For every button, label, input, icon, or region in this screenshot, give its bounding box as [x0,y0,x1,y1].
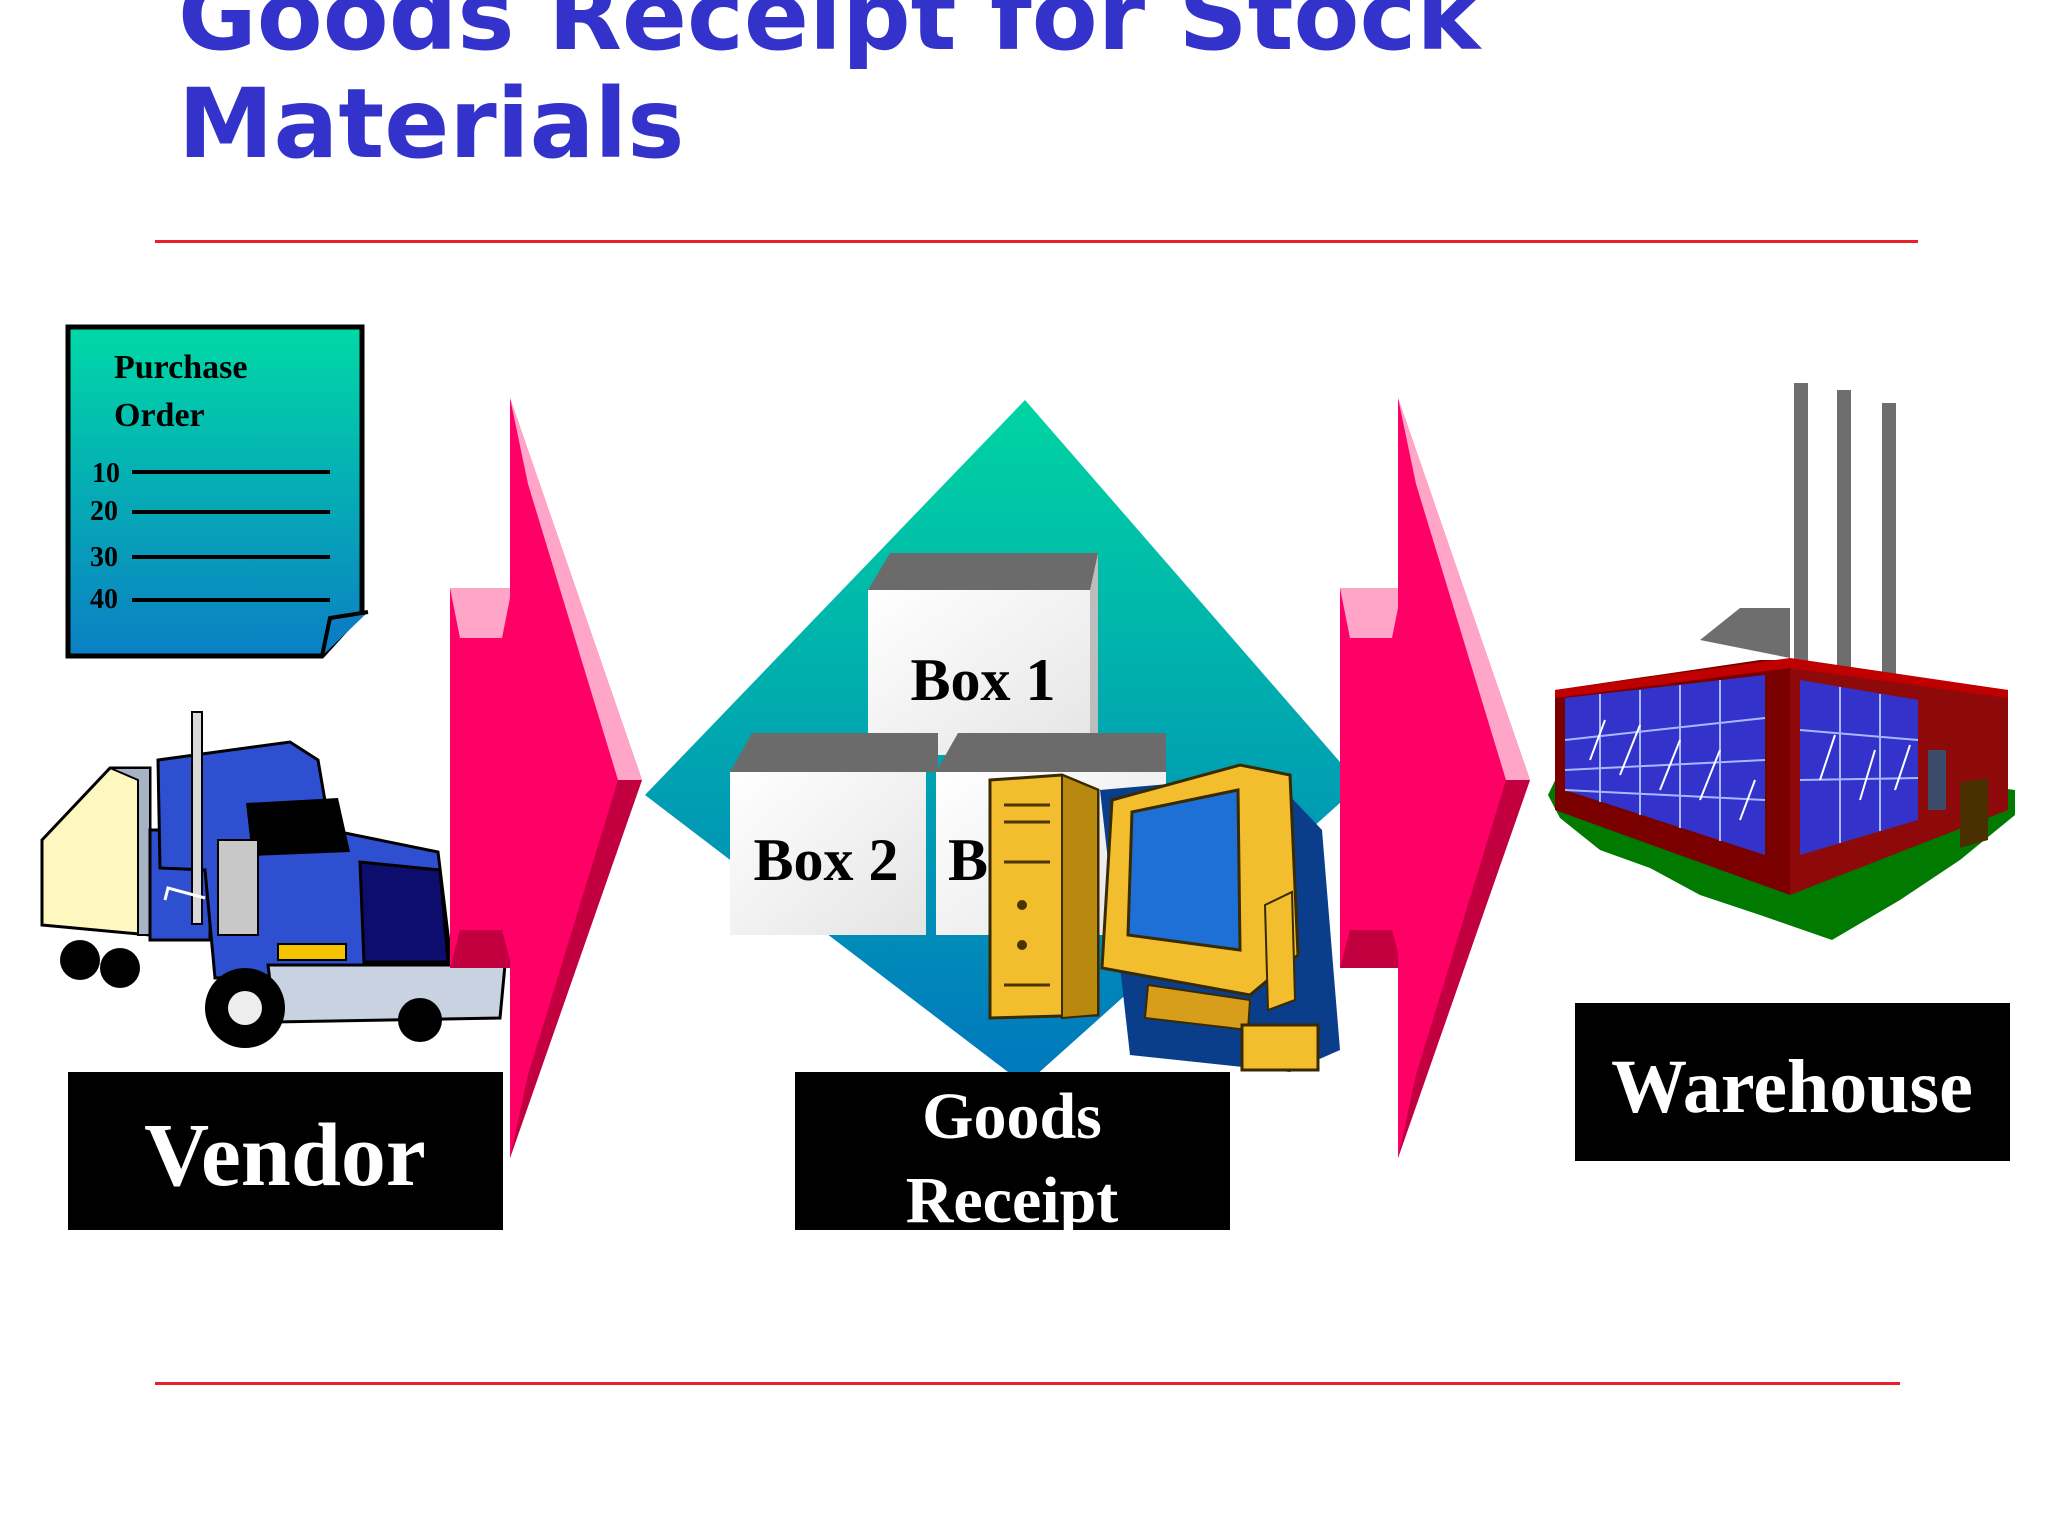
box-2: Box 2 [730,733,938,935]
factory-icon [1548,383,2015,940]
top-divider [155,240,1918,243]
po-item-number: 20 [90,496,118,527]
vendor-label-text: Vendor [144,1106,426,1205]
left-flow-arrow [450,398,642,1158]
goods-receipt-label-line2: Receipt [906,1164,1119,1237]
box-1-label: Box 1 [910,647,1055,713]
po-item-number: 40 [90,584,118,615]
goods-receipt-label: Goods Receipt [795,1072,1230,1237]
vendor-label: Vendor [68,1072,503,1230]
warehouse-label: Warehouse [1575,1003,2010,1161]
po-item-number: 30 [90,542,118,573]
page-title: Goods Receipt for Stock Materials [178,0,1481,180]
purchase-order-document: Purchase Order 10 20 30 40 [65,324,369,659]
warehouse-label-text: Warehouse [1611,1045,1973,1129]
po-heading-line2: Order [114,397,205,434]
goods-receipt-label-line1: Goods [922,1080,1102,1153]
po-heading-line1: Purchase [114,349,247,386]
bottom-divider [155,1382,1900,1385]
truck-icon [40,711,507,1048]
po-item-number: 10 [92,458,120,489]
computer-icon [988,763,1340,1072]
right-flow-arrow [1340,398,1530,1158]
box-2-label: Box 2 [753,827,898,893]
po-item-lines [132,470,330,602]
box-1: Box 1 [868,553,1098,755]
box-3-label: B [948,827,988,893]
document-icon [65,324,369,659]
